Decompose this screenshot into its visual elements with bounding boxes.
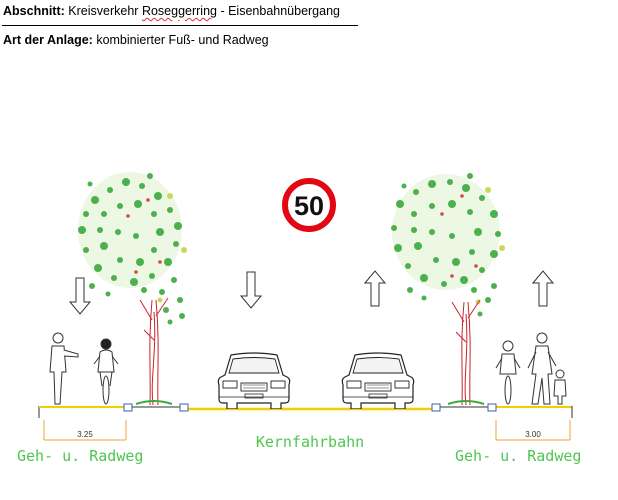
car-icon xyxy=(341,352,415,409)
abschnitt-value-pre: Kreisverkehr xyxy=(68,4,142,18)
dimension-right-value: 3.00 xyxy=(525,430,541,439)
dimension-left: 3.25 xyxy=(43,420,127,441)
up-arrow-icon xyxy=(531,270,555,307)
curb-marker xyxy=(123,403,133,412)
up-arrow-icon xyxy=(363,270,387,307)
abschnitt-line: Abschnitt: Kreisverkehr Roseggerring - E… xyxy=(3,4,340,18)
car-icon xyxy=(217,352,291,409)
down-arrow-icon xyxy=(239,271,263,309)
pedestrian-icon xyxy=(527,332,567,405)
tree-icon xyxy=(78,172,187,406)
speed-limit-value: 50 xyxy=(294,191,324,221)
abschnitt-road: Roseggerring xyxy=(141,4,217,18)
curb-marker xyxy=(179,403,189,412)
anlage-value: kombinierter Fuß- und Radweg xyxy=(96,33,269,47)
dimension-right: 3.00 xyxy=(495,420,571,441)
ground xyxy=(38,403,573,418)
tree-icon xyxy=(391,173,505,406)
right-path-label: Geh- u. Radweg xyxy=(455,447,581,465)
anlage-label: Art der Anlage: xyxy=(3,33,93,47)
abschnitt-value-post: - Eisenbahnübergang xyxy=(216,4,340,18)
down-arrow-icon xyxy=(68,277,92,315)
dimension-left-value: 3.25 xyxy=(77,430,93,439)
header-divider xyxy=(2,25,358,26)
curb-marker xyxy=(431,403,441,412)
curb-marker xyxy=(487,403,497,412)
left-path-label: Geh- u. Radweg xyxy=(17,447,143,465)
cyclist-icon xyxy=(495,340,521,405)
anlage-line: Art der Anlage: kombinierter Fuß- und Ra… xyxy=(3,33,269,47)
carriageway-label: Kernfahrbahn xyxy=(256,433,364,451)
abschnitt-label: Abschnitt: xyxy=(3,4,65,18)
cyclist-icon xyxy=(93,338,119,405)
pedestrian-icon xyxy=(49,332,79,405)
speed-limit-sign-icon: 50 xyxy=(282,178,336,232)
